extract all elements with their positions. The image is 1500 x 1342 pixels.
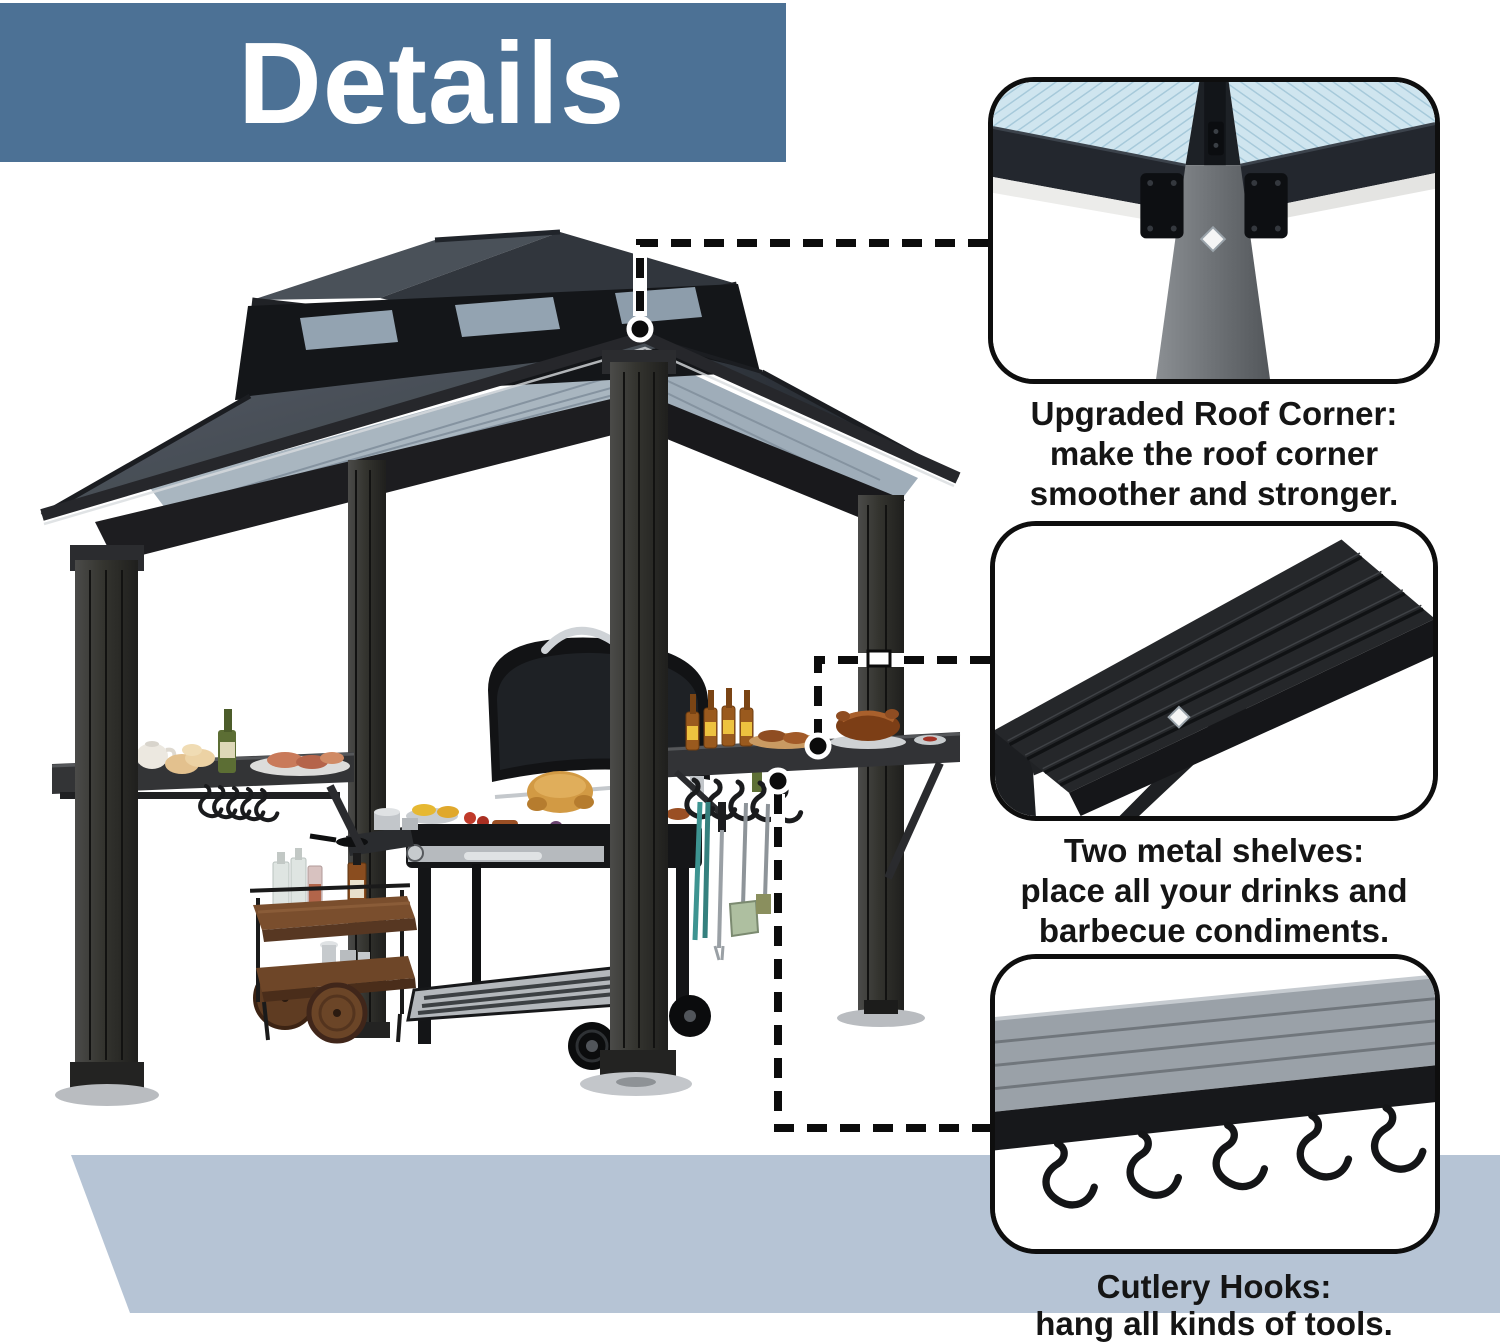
hanging-bbq-tools: [692, 801, 774, 961]
gazebo-post-front-left: [55, 545, 159, 1106]
beer-bottles: [685, 688, 754, 751]
caption-line: make the roof corner: [1049, 435, 1379, 472]
connector-cutlery-hooks: [764, 767, 992, 1135]
gazebo-post-front-right: [580, 350, 692, 1096]
roof-corner-photo: [988, 77, 1440, 384]
corner-post: [1156, 165, 1270, 379]
caption-line: hang all kinds of tools.: [1035, 1305, 1393, 1342]
gazebo-post-rear-left: [344, 460, 390, 1038]
left-shelf-hooks: [200, 786, 277, 820]
caption-line: place all your drinks and: [1020, 872, 1408, 909]
connector-metal-shelf: [804, 649, 990, 760]
point-marker-icon: [804, 732, 832, 760]
gazebo-roof: [40, 229, 961, 526]
roof-panel-right: [1228, 82, 1435, 166]
corner-bracket-right: [1244, 173, 1288, 239]
roof-beam-right: [1240, 123, 1435, 213]
cutlery-hooks-photo: [990, 954, 1440, 1254]
corner-bracket-left: [1140, 173, 1184, 239]
hook-rail: [995, 1065, 1435, 1151]
roof-panel-left: [993, 82, 1200, 166]
caption-line: Cutlery Hooks:: [1096, 1268, 1332, 1305]
right-shelf: [653, 688, 961, 961]
gazebo-structure: [40, 229, 961, 1106]
caption-roof-corner: Upgraded Roof Corner: make the roof corn…: [979, 394, 1449, 514]
shelf-plank-edge: [1068, 619, 1433, 816]
caption-cutlery-hooks: Cutlery Hooks: hang all kinds of tools.: [979, 1268, 1449, 1342]
caption-line: Two metal shelves:: [1063, 832, 1365, 869]
left-shelf: [51, 709, 366, 865]
line-highlight-marker: [866, 649, 892, 668]
bar-cart: [249, 848, 417, 1044]
connector-roof-corner: [626, 236, 988, 343]
caption-line: barbecue condiments.: [1038, 912, 1390, 949]
point-marker-icon: [764, 767, 792, 795]
shelf-plank-top: [995, 539, 1433, 793]
page-title: Details: [238, 17, 626, 148]
roof-beam-left: [993, 127, 1186, 213]
caption-line: Upgraded Roof Corner:: [1030, 395, 1398, 432]
point-marker-icon: [626, 315, 654, 343]
caption-metal-shelves: Two metal shelves: place all your drinks…: [979, 831, 1449, 951]
caption-line: smoother and stronger.: [1029, 475, 1399, 512]
connector-lines: [626, 236, 992, 1135]
metal-shelf-photo: [990, 521, 1438, 821]
details-banner: Details: [0, 3, 786, 162]
